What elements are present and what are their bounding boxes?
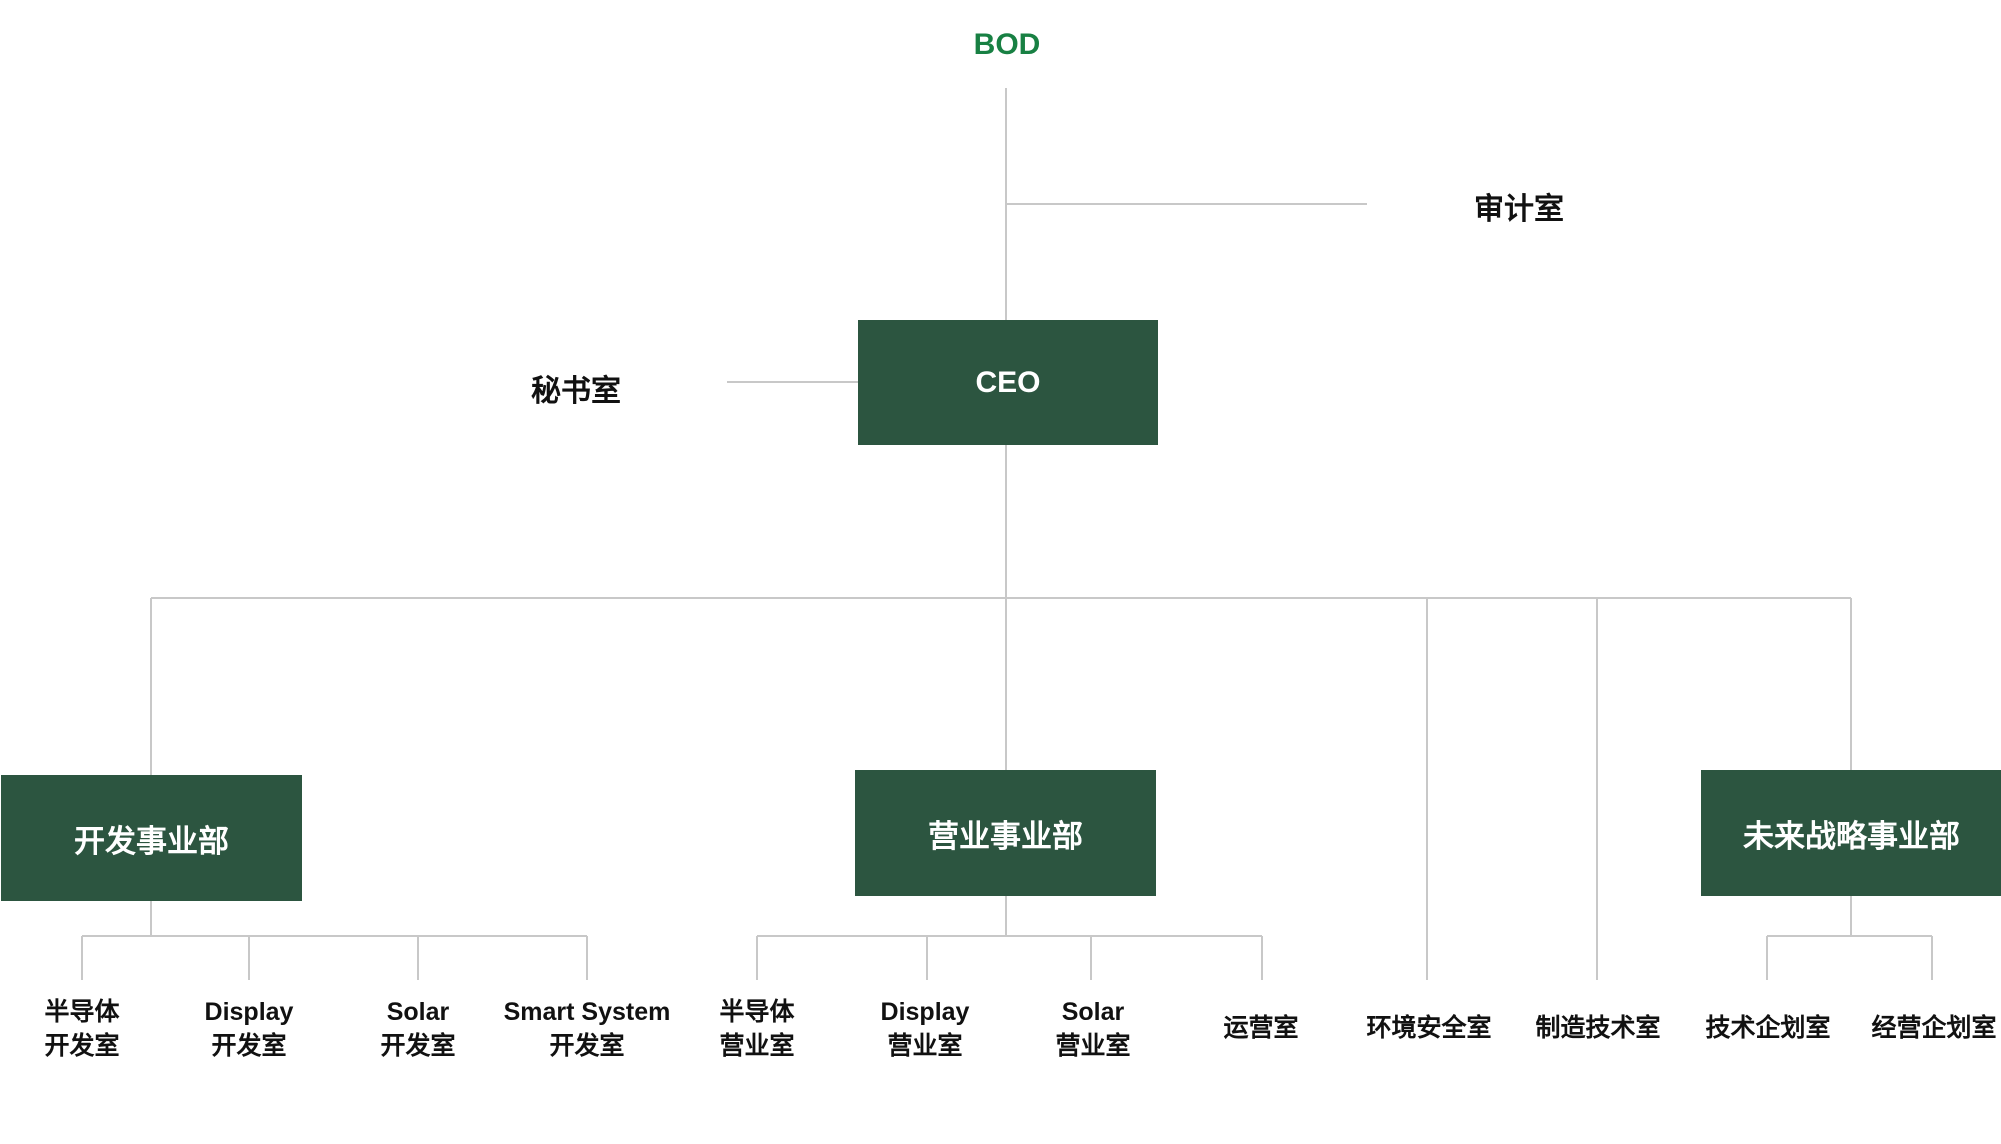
unit-label: 技术企划室 (1705, 1014, 1831, 1042)
audit-office-label: 审计室 (1474, 193, 1564, 226)
division-label: 营业事业部 (928, 818, 1083, 854)
secretary-office-label: 秘书室 (531, 375, 621, 408)
division-box-future-strategy[interactable]: 未来战略事业部 (1701, 770, 2001, 896)
unit-label: 制造技术室 (1535, 1014, 1661, 1042)
unit-label: 经营企划室 (1871, 1014, 1997, 1042)
unit-label: 半导体开发室 (44, 998, 120, 1060)
division-label: 未来战略事业部 (1743, 818, 1960, 854)
ceo-box[interactable]: CEO (858, 320, 1158, 445)
ceo-label: CEO (975, 365, 1041, 399)
division-label: 开发事业部 (74, 823, 229, 859)
unit-label: 环境安全室 (1366, 1014, 1492, 1042)
unit-label: 运营室 (1223, 1014, 1299, 1042)
division-box-development[interactable]: 开发事业部 (1, 775, 302, 901)
division-box-sales[interactable]: 营业事业部 (855, 770, 1156, 896)
unit-label: 半导体营业室 (719, 998, 795, 1060)
bod-label: BOD (973, 28, 1041, 61)
